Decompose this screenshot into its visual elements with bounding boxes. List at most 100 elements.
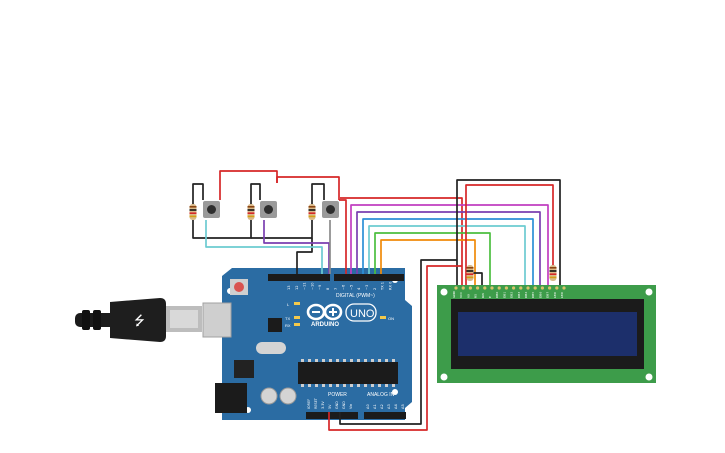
resistor-lcd-backlight[interactable] <box>549 265 557 281</box>
lcd-pin[interactable] <box>461 286 465 290</box>
wire-black-lcd-rw[interactable] <box>470 272 483 285</box>
button-cap[interactable] <box>326 205 335 214</box>
power-pin-label: 3.3V <box>321 401 325 409</box>
wire-blue-db5[interactable] <box>362 218 534 285</box>
wire-red-btn-b[interactable] <box>276 176 340 200</box>
lcd-mount-hole <box>645 373 653 381</box>
wire-orange-rs[interactable] <box>380 239 476 285</box>
lcd-pin[interactable] <box>555 286 559 290</box>
arduino-brand-label: ARDUINO <box>311 322 339 328</box>
digital-pin-label: ~5 <box>349 285 353 290</box>
wire-black-btn2[interactable] <box>250 183 261 207</box>
resistor-lcd-contrast[interactable] <box>466 265 474 281</box>
usb-b-jack[interactable] <box>202 302 232 338</box>
lcd-pin[interactable] <box>562 286 566 290</box>
lcd-pin[interactable] <box>483 286 487 290</box>
wire-purple-db6[interactable] <box>356 211 541 285</box>
lcd-pin[interactable] <box>511 286 516 290</box>
led-l-label: L <box>287 302 290 307</box>
chip-pin <box>315 384 318 387</box>
usb-cable[interactable]: ⭍ <box>75 298 202 342</box>
chip-pin <box>301 384 304 387</box>
arduino-uno-board[interactable]: DIGITAL (PWM~) POWER ANALOG IN L TX RX O… <box>202 268 412 420</box>
wire-red-btn-a[interactable] <box>219 170 278 200</box>
lcd-pin[interactable] <box>454 286 458 290</box>
led-rx <box>294 323 300 326</box>
wire-black-gnd-bottom[interactable] <box>339 259 457 425</box>
chip-pin <box>385 359 388 362</box>
wire-black-btn1[interactable] <box>192 183 204 207</box>
wire-black-gnd-a[interactable] <box>192 220 252 239</box>
button-2[interactable] <box>260 201 277 218</box>
usb-chip <box>268 318 282 332</box>
wire-black-btn3[interactable] <box>311 183 325 207</box>
resistor-band <box>466 276 474 279</box>
wire-purple-btn2[interactable] <box>263 220 330 274</box>
led-rx-label: RX <box>285 323 291 328</box>
lcd-pin[interactable] <box>476 286 480 290</box>
lcd-screen <box>458 312 637 356</box>
resistor-1[interactable] <box>189 204 197 220</box>
wire-red-5v-bottom[interactable] <box>328 265 462 431</box>
lcd-pin[interactable] <box>504 286 508 290</box>
chip-pin <box>378 384 381 387</box>
wire-red-lcd-led[interactable] <box>465 184 554 285</box>
lcd-pin[interactable] <box>533 286 537 290</box>
resistor-band <box>466 273 474 275</box>
wire-black-gnd-b[interactable] <box>251 220 313 239</box>
chip-pin <box>343 359 346 362</box>
lcd-pin-label: DB2 <box>510 292 514 298</box>
lcd-pin-label: RS <box>474 294 478 298</box>
button-3[interactable] <box>322 201 339 218</box>
power-pin-label: IOREF <box>307 399 311 409</box>
digital-pin-label: ~6 <box>342 284 346 290</box>
lcd-pin[interactable] <box>548 286 552 290</box>
digital-pin-label: 2 <box>373 288 377 290</box>
wire-black-lcd-gnd[interactable] <box>456 179 561 285</box>
chip-pin <box>364 384 367 387</box>
digital-pin-label: 12 <box>295 285 299 290</box>
lcd-pin[interactable] <box>540 286 545 290</box>
capacitor-2 <box>279 387 297 405</box>
chip-pin <box>350 384 353 387</box>
digital-pin-label: 8 <box>326 287 330 290</box>
chip-pins-top <box>301 359 395 362</box>
wire-black-gnd-arduino[interactable] <box>296 238 313 274</box>
wire-red-lcd-vcc[interactable] <box>340 197 463 285</box>
lcd-pin[interactable] <box>519 286 523 290</box>
lcd-pin-label: DB6 <box>538 292 542 298</box>
chip-pin <box>357 359 360 362</box>
resistor-3[interactable] <box>308 204 316 220</box>
lcd-pin[interactable] <box>468 286 472 290</box>
wire-green-e[interactable] <box>374 232 491 285</box>
lcd-pin[interactable] <box>526 286 530 290</box>
wire-cyan-db4[interactable] <box>368 225 526 285</box>
chip-pin <box>322 359 325 362</box>
wire-cyan-btn1[interactable] <box>205 220 323 274</box>
button-cap[interactable] <box>264 205 273 214</box>
chip-pin <box>336 359 339 362</box>
button-1[interactable] <box>203 201 220 218</box>
button-cap[interactable] <box>207 205 216 214</box>
resistor-2[interactable] <box>247 204 255 220</box>
digital-pin-label: ~9 <box>318 284 322 290</box>
resistor-band <box>549 267 557 269</box>
digital-pin-label: ~11 <box>303 282 307 290</box>
chip-pin <box>385 384 388 387</box>
chip-pin <box>378 359 381 362</box>
resistor-band <box>549 273 557 275</box>
atmega-chip <box>298 362 398 384</box>
power-jack[interactable] <box>215 383 247 413</box>
resistor-band <box>308 215 316 218</box>
lcd-pin[interactable] <box>497 286 501 290</box>
lcd-pin[interactable] <box>490 286 494 290</box>
chip-pin <box>308 359 311 362</box>
wire-magenta-db7[interactable] <box>350 204 549 285</box>
wire-red-to-arduino[interactable] <box>339 199 347 274</box>
lcd-mount-hole <box>645 288 653 296</box>
reset-button[interactable] <box>234 282 244 292</box>
